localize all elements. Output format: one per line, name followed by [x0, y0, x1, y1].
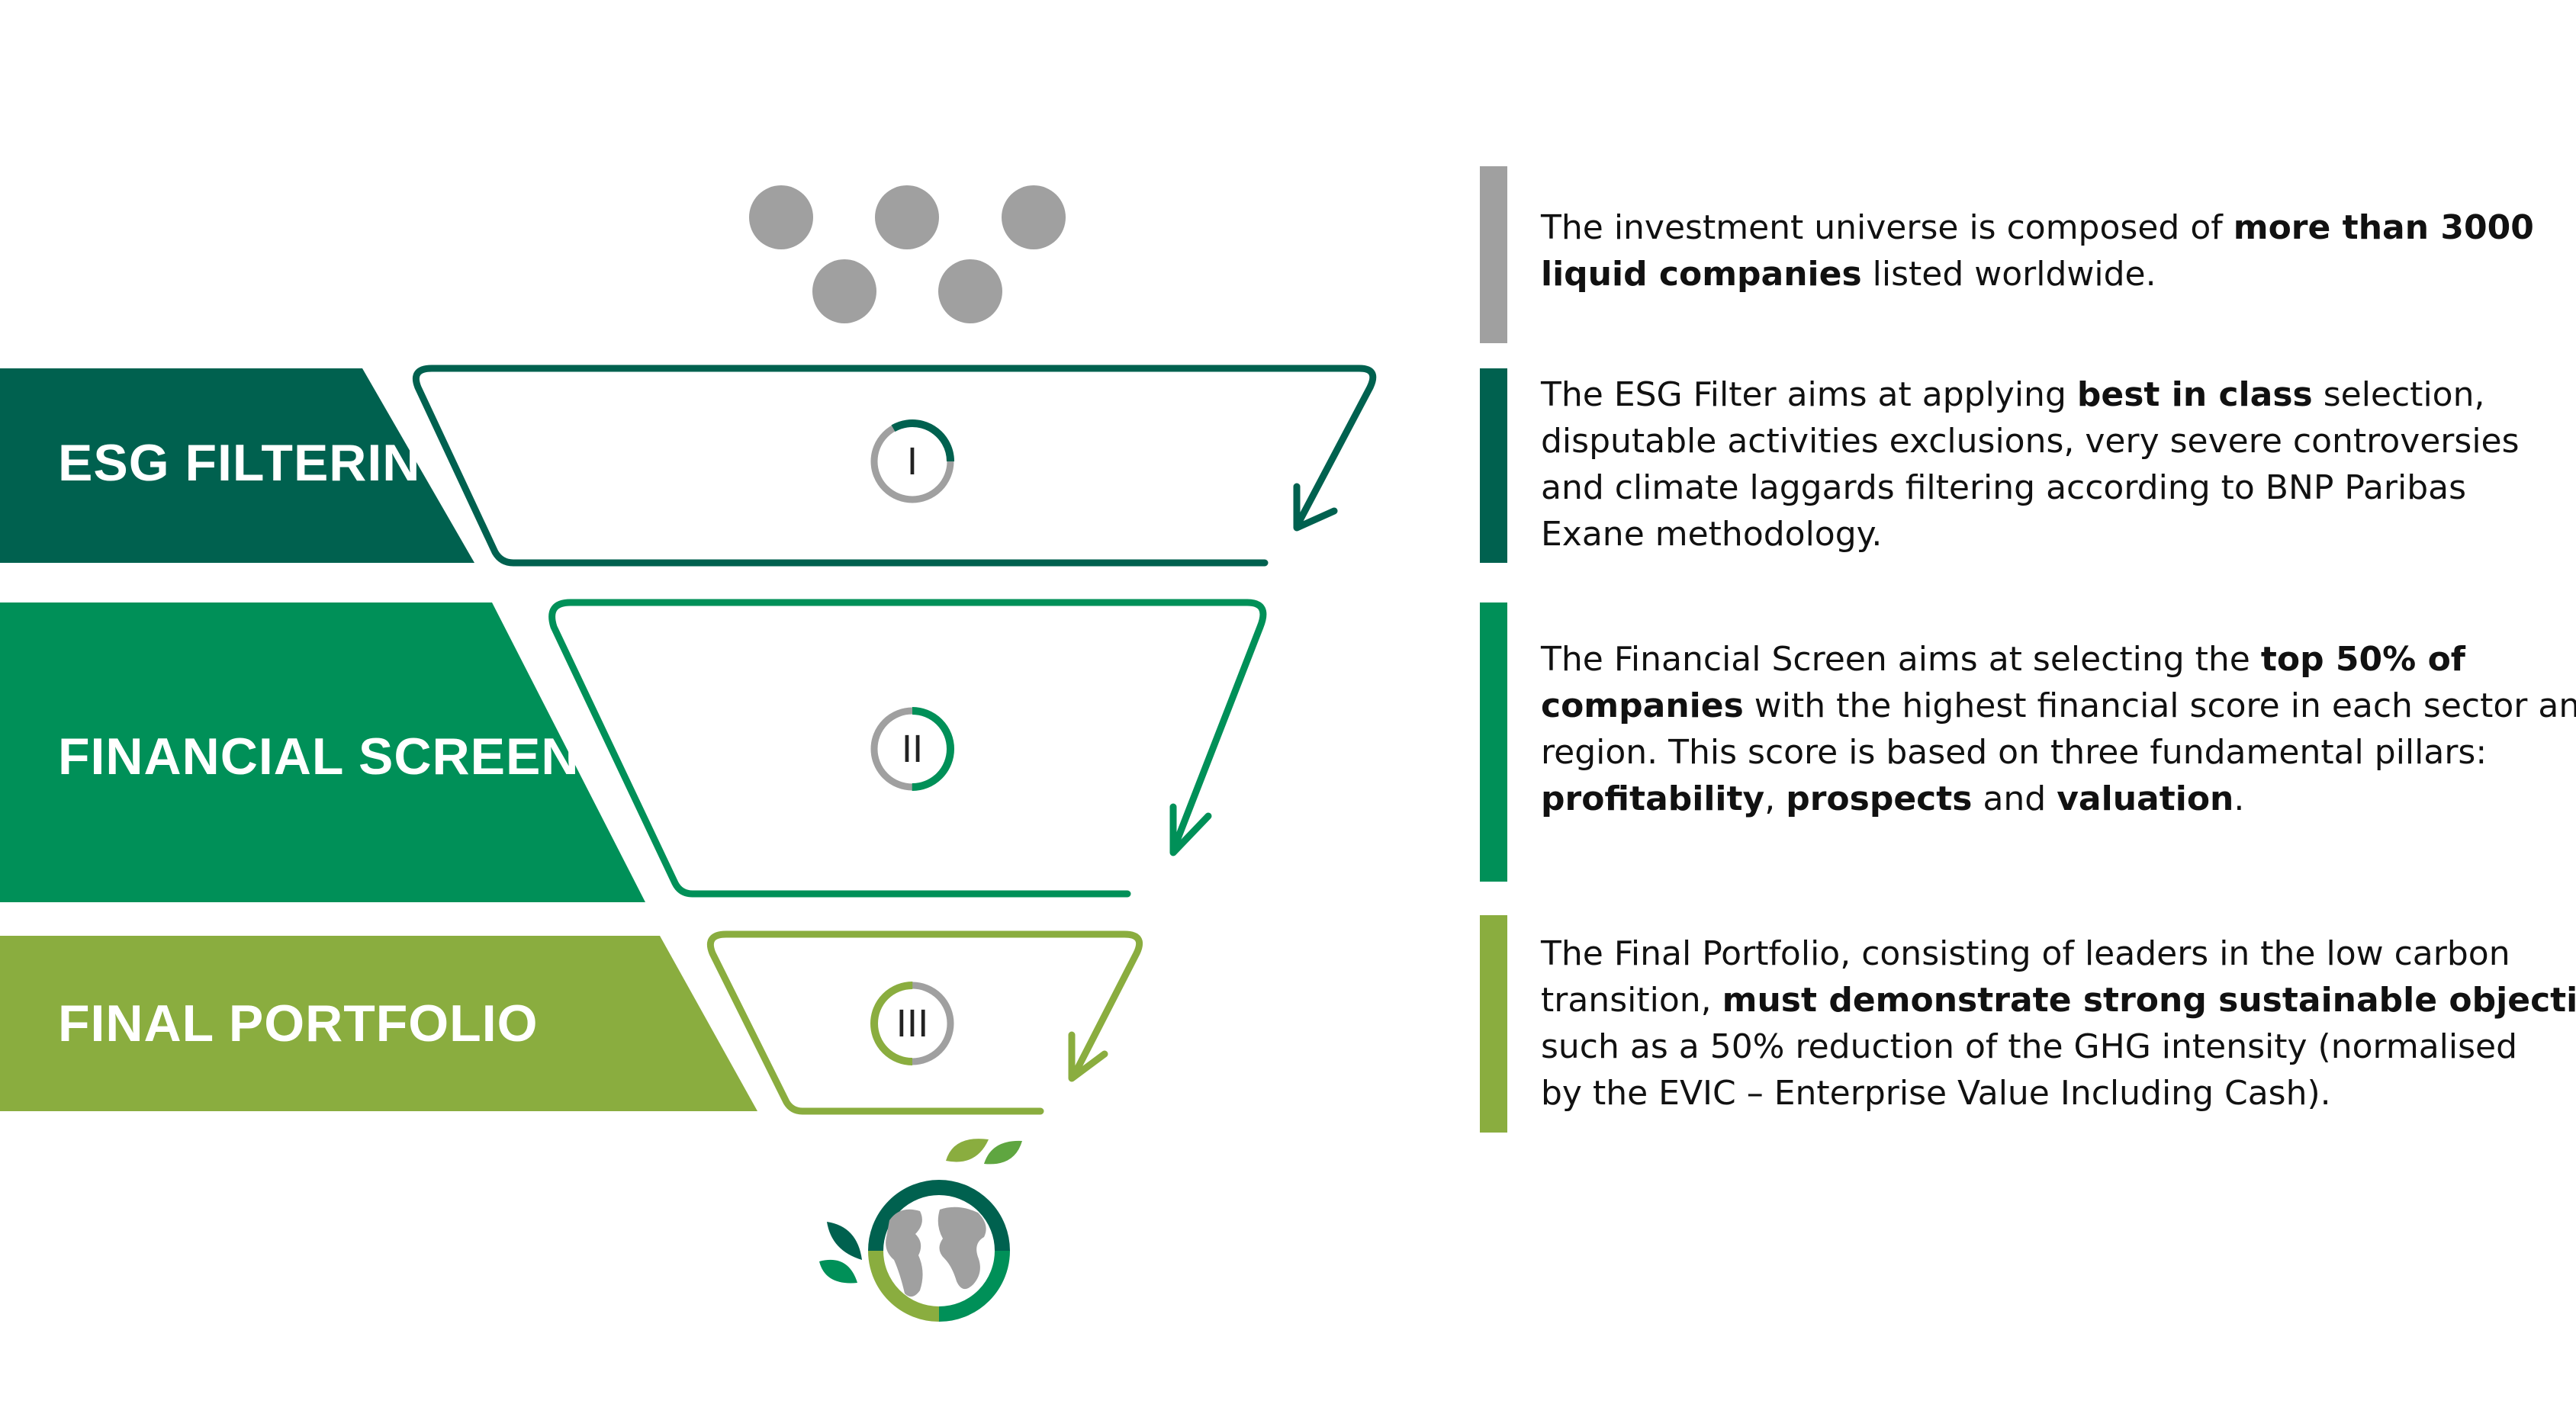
description-line: The investment universe is composed of m… — [1541, 204, 2534, 251]
step-ring-progress — [870, 419, 954, 503]
arrow-head-icon — [1169, 803, 1212, 856]
emphasis-text: more than 3000 — [2233, 208, 2534, 247]
description-text: The investment universe is composed of m… — [1541, 204, 2534, 297]
step-ring-progress — [870, 707, 954, 791]
step-numeral: II — [902, 728, 923, 771]
text-run: Exane methodology. — [1541, 515, 1883, 554]
universe-dots — [749, 185, 1066, 323]
description-line: by the EVIC – Enterprise Value Including… — [1541, 1070, 2576, 1117]
stage-label: FINANCIAL SCREENING — [58, 728, 674, 786]
text-run: . — [2233, 779, 2245, 818]
text-run: with the highest financial score in each… — [1743, 686, 2576, 725]
description-line: disputable activities exclusions, very s… — [1541, 418, 2520, 464]
description-line: Exane methodology. — [1541, 511, 2520, 558]
company-dot — [938, 259, 1002, 323]
description-text: The ESG Filter aims at applying best in … — [1541, 371, 2520, 558]
description-color-bar — [1480, 166, 1507, 343]
description-color-bar — [1480, 368, 1507, 563]
step-numeral: I — [907, 441, 918, 484]
company-dot — [1002, 185, 1066, 249]
stage-label: ESG FILTERING — [58, 434, 461, 492]
text-run: listed worldwide. — [1861, 255, 2156, 294]
text-run: such as a 50% reduction of the GHG inten… — [1541, 1027, 2518, 1066]
description-esg-filter: The ESG Filter aims at applying best in … — [1480, 368, 2548, 563]
step-numeral: III — [896, 1003, 928, 1046]
step-ring-progress — [870, 982, 954, 1065]
stage-label-band — [0, 602, 645, 902]
text-run: and climate laggards filtering according… — [1541, 468, 2467, 507]
description-line: The Financial Screen aims at selecting t… — [1541, 636, 2576, 683]
stage-label-band — [0, 368, 474, 563]
description-line: transition, must demonstrate strong sust… — [1541, 977, 2576, 1023]
stage-financial-screening: FINANCIAL SCREENING II — [0, 599, 1267, 902]
emphasis-text: must demonstrate strong sustainable obje… — [1722, 981, 2576, 1020]
globe-continents — [886, 1207, 986, 1297]
funnel-outline — [706, 930, 1143, 1115]
description-universe: The investment universe is composed of m… — [1480, 166, 2548, 343]
text-run: The Final Portfolio, consisting of leade… — [1541, 934, 2510, 973]
stage-esg-filtering: ESG FILTERING I — [0, 365, 1377, 567]
text-run: by the EVIC – Enterprise Value Including… — [1541, 1074, 2331, 1113]
description-line: profitability, prospects and valuation. — [1541, 776, 2576, 822]
description-text: The Financial Screen aims at selecting t… — [1541, 636, 2576, 822]
company-dot — [749, 185, 813, 249]
leaf-icon — [984, 1140, 1022, 1165]
description-color-bar — [1480, 915, 1507, 1133]
leaf-icon — [946, 1139, 989, 1162]
globe-ring-segment — [938, 1250, 1010, 1322]
continent-shape — [937, 1207, 986, 1290]
globe-ring-segment — [868, 1250, 940, 1322]
emphasis-text: prospects — [1786, 779, 1973, 818]
emphasis-text: top 50% of — [2260, 640, 2465, 679]
continent-shape — [886, 1209, 923, 1297]
description-line: The Final Portfolio, consisting of leade… — [1541, 930, 2576, 977]
funnel-outline — [412, 365, 1377, 567]
text-run: The investment universe is composed of — [1541, 208, 2233, 247]
text-run: region. This score is based on three fun… — [1541, 733, 2488, 772]
emphasis-text: profitability — [1541, 779, 1765, 818]
stage-label-band — [0, 936, 757, 1111]
text-run: selection, — [2312, 375, 2485, 414]
description-financial-screen: The Financial Screen aims at selecting t… — [1480, 602, 2576, 882]
description-line: The ESG Filter aims at applying best in … — [1541, 371, 2520, 418]
emphasis-text: valuation — [2057, 779, 2234, 818]
company-dot — [812, 259, 876, 323]
arrow-head-icon — [1293, 483, 1338, 532]
description-line: companies with the highest financial sco… — [1541, 683, 2576, 729]
funnel-outline — [548, 599, 1267, 898]
description-line: and climate laggards filtering according… — [1541, 464, 2520, 511]
leaf-icon — [819, 1259, 857, 1284]
text-run: disputable activities exclusions, very s… — [1541, 422, 2520, 461]
text-run: , — [1764, 779, 1786, 818]
globe-icon — [819, 1139, 1022, 1322]
description-color-bar — [1480, 602, 1507, 882]
text-run: transition, — [1541, 981, 1722, 1020]
leaf-icon — [827, 1222, 862, 1260]
stage-final-portfolio: FINAL PORTFOLIO III — [0, 930, 1143, 1115]
text-run: The ESG Filter aims at applying — [1541, 375, 2077, 414]
text-run: and — [1972, 779, 2057, 818]
globe-ring-segment — [868, 1180, 1010, 1252]
stage-label: FINAL PORTFOLIO — [58, 995, 539, 1052]
emphasis-text: liquid companies — [1541, 255, 1862, 294]
description-line: liquid companies listed worldwide. — [1541, 251, 2534, 297]
emphasis-text: best in class — [2076, 375, 2313, 414]
description-final-portfolio: The Final Portfolio, consisting of leade… — [1480, 915, 2576, 1133]
text-run: The Financial Screen aims at selecting t… — [1541, 640, 2261, 679]
arrow-head-icon — [1068, 1031, 1108, 1082]
description-line: region. This score is based on three fun… — [1541, 729, 2576, 776]
company-dot — [875, 185, 939, 249]
emphasis-text: companies — [1541, 686, 1744, 725]
description-text: The Final Portfolio, consisting of leade… — [1541, 930, 2576, 1117]
description-line: such as a 50% reduction of the GHG inten… — [1541, 1023, 2576, 1070]
